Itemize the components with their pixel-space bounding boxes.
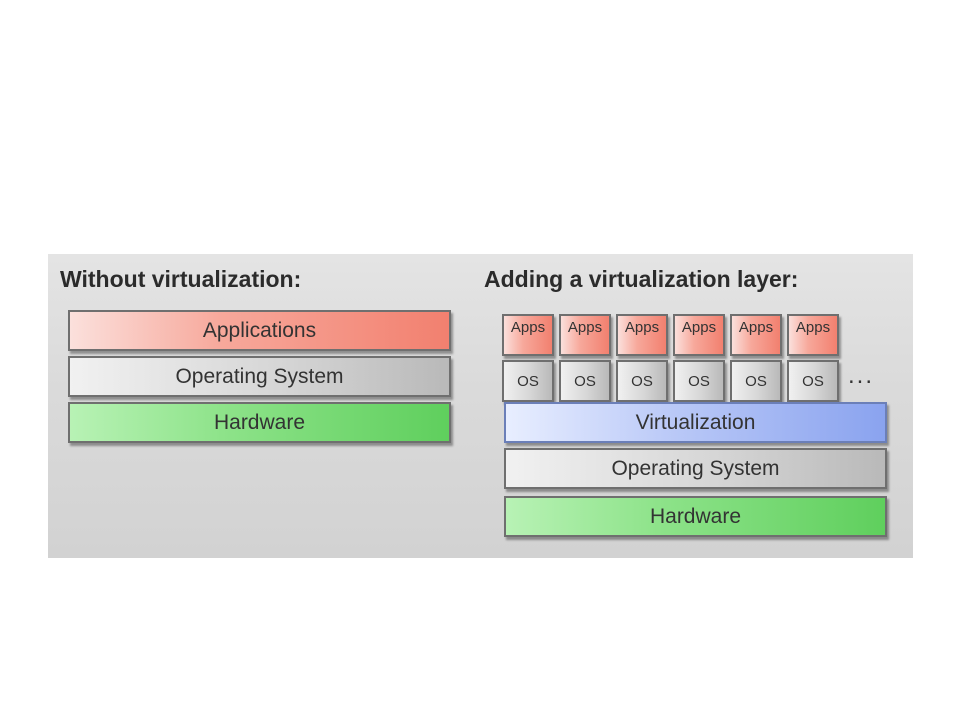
apps-box-4: Apps: [673, 314, 725, 356]
apps-box-3: Apps: [616, 314, 668, 356]
os-box-2: OS: [559, 360, 611, 402]
apps-box-2: Apps: [559, 314, 611, 356]
apps-box-1: Apps: [502, 314, 554, 356]
os-box-3: OS: [616, 360, 668, 402]
os-box-1: OS: [502, 360, 554, 402]
diagram-panel: Without virtualization: Applications Ope…: [48, 254, 913, 558]
left-applications-layer: Applications: [68, 310, 451, 351]
apps-box-5: Apps: [730, 314, 782, 356]
os-box-4: OS: [673, 360, 725, 402]
right-heading: Adding a virtualization layer:: [484, 266, 799, 292]
more-instances-ellipsis: ...: [848, 362, 875, 389]
left-hardware-layer: Hardware: [68, 402, 451, 443]
apps-box-6: Apps: [787, 314, 839, 356]
right-hardware-layer: Hardware: [504, 496, 887, 537]
left-heading: Without virtualization:: [60, 266, 302, 292]
os-box-5: OS: [730, 360, 782, 402]
right-operating-system-layer: Operating System: [504, 448, 887, 489]
virtualization-layer: Virtualization: [504, 402, 887, 443]
left-operating-system-layer: Operating System: [68, 356, 451, 397]
os-box-6: OS: [787, 360, 839, 402]
